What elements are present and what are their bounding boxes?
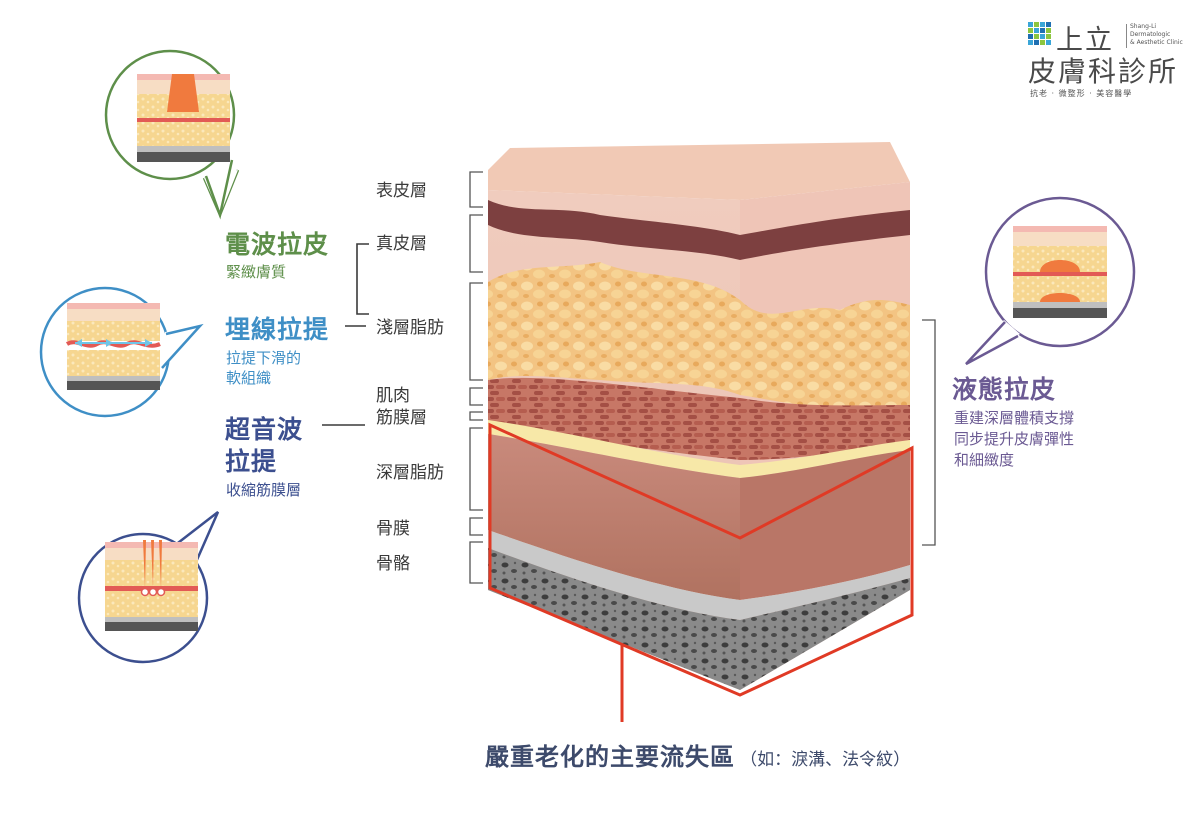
hifu-desc: 收縮筋膜層 (226, 481, 302, 499)
filler-mini-skin (1013, 226, 1107, 318)
filler-title: 液態拉皮 (952, 375, 1057, 404)
hifu-title: 超音波 拉提 (225, 415, 304, 476)
filler-bracket (922, 319, 936, 546)
filler-desc: 重建深層體積支撐 同步提升皮膚彈性 和細緻度 (954, 409, 1075, 469)
thread-callout (39, 286, 204, 418)
hifu-callout (77, 511, 220, 664)
layer-label-superficial-fat: 淺層脂肪 (376, 318, 444, 338)
logo-grid-icon (1028, 22, 1051, 45)
rf-desc: 緊緻膚質 (226, 263, 287, 281)
thread-desc: 拉提下滑的 軟組織 (226, 349, 302, 387)
filler-callout (965, 196, 1136, 366)
logo-tagline: 抗老 · 微整形 · 美容醫學 (1030, 89, 1133, 98)
layer-label-periosteum: 骨膜 (376, 519, 410, 539)
rf-callout (104, 49, 240, 220)
logo-english: Shang-Li Dermatologic & Aesthetic Clinic (1130, 23, 1183, 46)
rf-mini-skin (137, 74, 230, 162)
block-front-face (488, 190, 740, 690)
loss-zone-main: 嚴重老化的主要流失區 (485, 743, 735, 771)
rf-title: 電波拉皮 (225, 230, 330, 259)
layer-label-epidermis: 表皮層 (376, 181, 427, 201)
treatment-connectors (322, 243, 369, 426)
layer-brackets (469, 171, 483, 584)
layer-label-bone: 骨骼 (376, 554, 410, 574)
loss-zone-outline (488, 422, 914, 697)
logo-name-line1: 上立 (1056, 25, 1114, 56)
loss-zone-note: （如：淚溝、法令紋） (740, 750, 911, 770)
logo-name-line2: 皮膚科診所 (1028, 55, 1179, 88)
thread-title: 埋線拉提 (225, 315, 330, 344)
loss-zone-caption: 嚴重老化的主要流失區 （如：淚溝、法令紋） (485, 737, 910, 772)
layer-label-muscle-fascia: 肌肉 筋膜層 (376, 386, 427, 428)
layer-label-dermis: 真皮層 (376, 234, 427, 254)
block-right-face (740, 182, 910, 690)
hifu-mini-skin (105, 540, 198, 631)
clinic-logo: 上立 Shang-Li Dermatologic & Aesthetic Cli… (1028, 20, 1188, 100)
epidermis-top-face (488, 142, 910, 200)
layer-label-deep-fat: 深層脂肪 (376, 463, 444, 483)
logo-divider (1126, 24, 1127, 48)
thread-mini-skin (65, 303, 161, 390)
